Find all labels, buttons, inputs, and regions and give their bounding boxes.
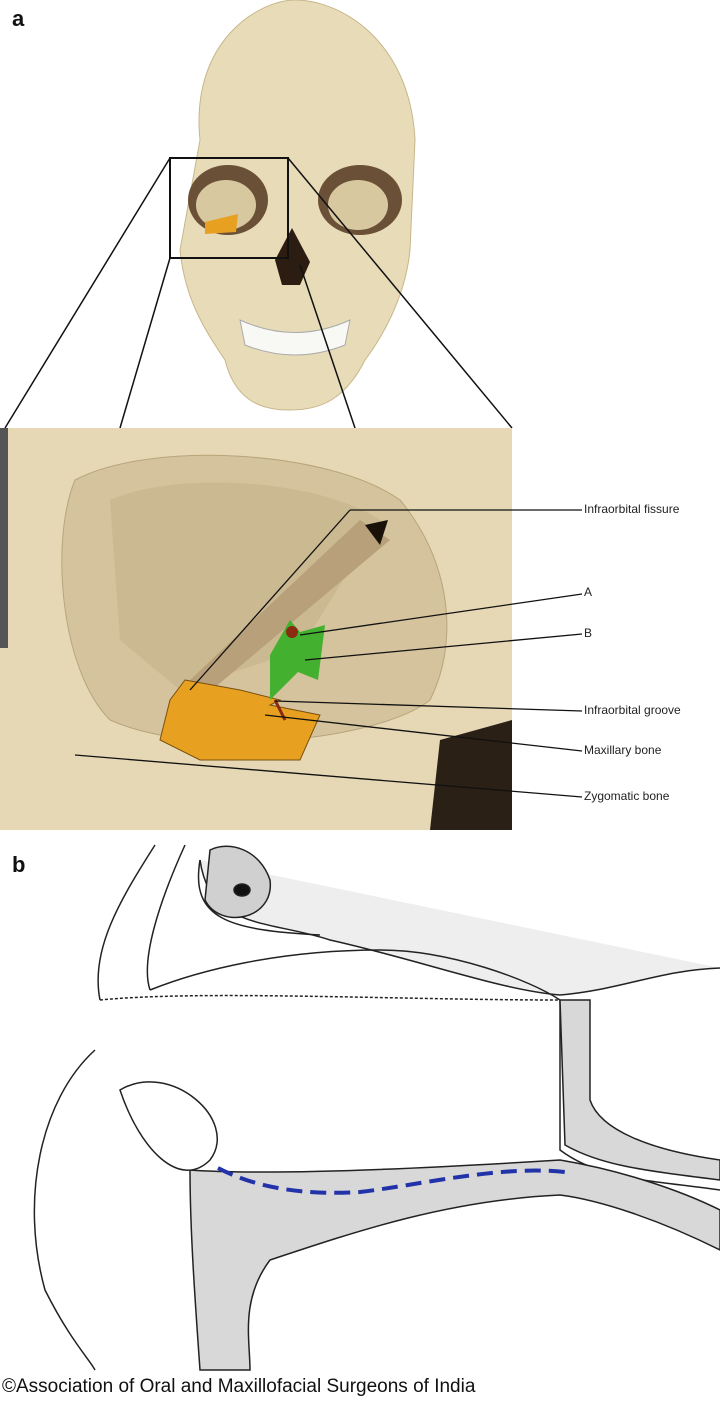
zoom-lines — [4, 157, 513, 429]
skull-photo — [179, 0, 416, 411]
orbit-zoom-photo — [0, 428, 512, 830]
label-maxillary-bone: Maxillary bone — [584, 743, 662, 757]
label-b: B — [584, 626, 593, 640]
nasal-cross-section-drawing — [33, 844, 720, 1371]
panel-a-letter: a — [12, 6, 25, 31]
inset-box — [169, 157, 289, 259]
copyright-notice: ©Association of Oral and Maxillofacial S… — [2, 1376, 476, 1397]
panel-b-letter: b — [12, 852, 26, 877]
label-infraorbital-groove: Infraorbital groove — [584, 703, 681, 717]
dashed-groove-line — [217, 1166, 566, 1195]
label-a: A — [584, 585, 593, 599]
label-leader-lines — [74, 509, 583, 798]
label-zygomatic-bone: Zygomatic bone — [584, 789, 670, 803]
label-infraorbital-fissure: Infraorbital fissure — [584, 502, 680, 516]
